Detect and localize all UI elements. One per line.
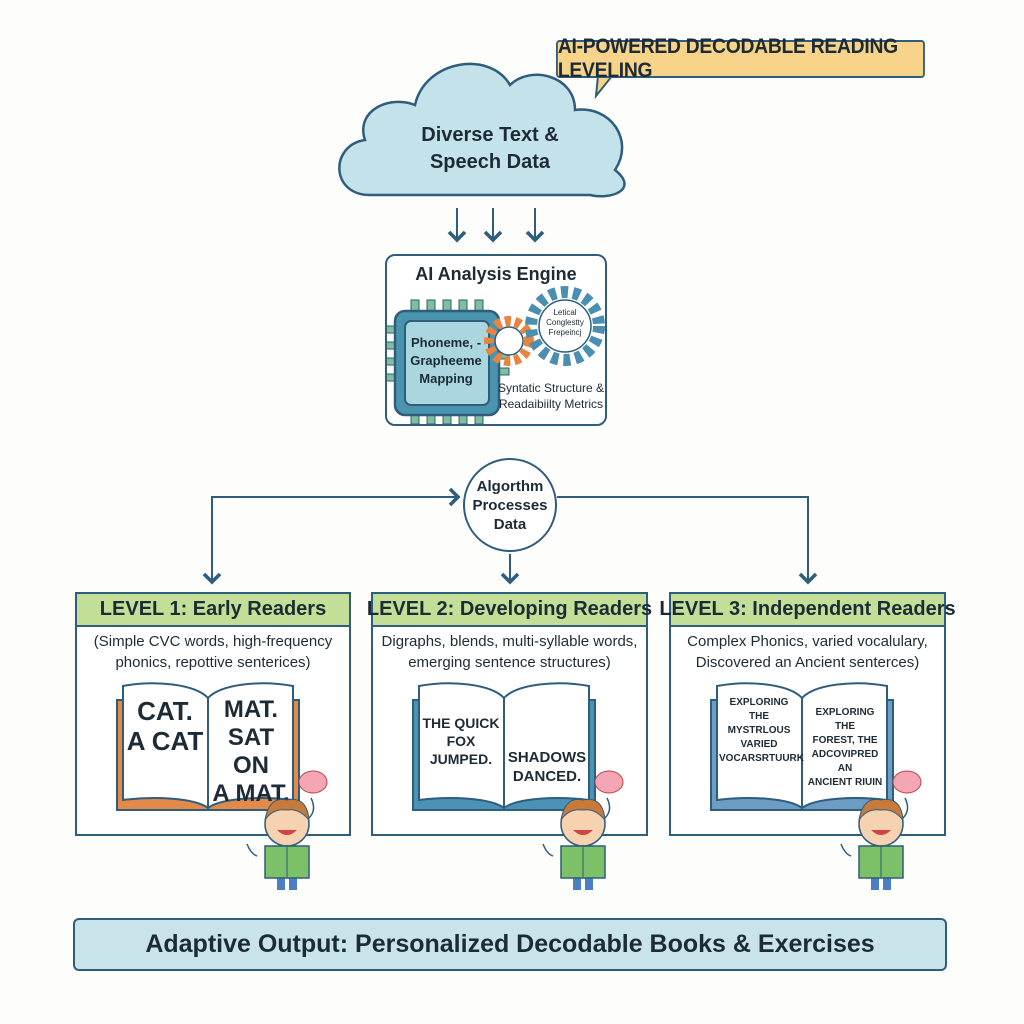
level-description: Complex Phonics, varied vocalulary, Disc…: [687, 633, 928, 671]
book-left-page: CAT. A CAT: [126, 696, 204, 756]
open-book-icon: THE QUICK FOX JUMPED. SHADOWS DANCED.: [411, 680, 597, 820]
child-reader-icon: [246, 766, 335, 890]
brain-icon: [892, 770, 922, 794]
engine-title: AI Analysis Engine: [415, 264, 577, 284]
adaptive-output-banner: Adaptive Output: Personalized Decodable …: [73, 918, 947, 971]
level-description: (Simple CVC words, high-frequency phonic…: [93, 633, 333, 671]
book-right-page: SHADOWS DANCED.: [507, 749, 587, 785]
arrow-level3: [557, 496, 818, 585]
lexical-complexity-label: Letical Conglestty Frepeincj: [546, 308, 584, 337]
open-book-icon: EXPLORING THE MYSTRLOUS VARIED VOCARSRTU…: [709, 680, 895, 820]
title-callout: AI-POWERED DECODABLE READING LEVELING: [556, 35, 925, 82]
cloud-line-2: Speech Data: [429, 151, 551, 173]
level-title: LEVEL 1: Early Readers: [77, 594, 349, 627]
callout-tail: [594, 75, 613, 100]
brain-icon: [298, 770, 328, 794]
data-source-cloud: Diverse Text & Speech Data: [380, 122, 600, 176]
book-right-page: EXPLORING THE FOREST, THE ADCOVIPRED AN …: [807, 707, 883, 788]
brain-icon: [594, 770, 624, 794]
level-2-panel: LEVEL 2: Developing Readers Digraphs, bl…: [367, 592, 652, 836]
child-reader-icon: [542, 766, 631, 890]
syntax-metrics-label: Syntatic Structure & Readaibiilty Metric…: [497, 381, 605, 411]
arrow-to-algorithm: [211, 487, 461, 582]
level-title: LEVEL 3: Independent Readers: [659, 594, 956, 627]
cloud-line-1: Diverse Text &: [421, 124, 559, 146]
cloud-shape: [338, 62, 626, 198]
child-reader-icon: [840, 766, 929, 890]
open-book-icon: CAT. A CAT MAT. SAT ON A MAT.: [115, 680, 301, 820]
book-left-page: THE QUICK FOX JUMPED.: [422, 715, 500, 767]
level-3-panel: LEVEL 3: Independent Readers Complex Pho…: [659, 592, 956, 836]
level-title: LEVEL 2: Developing Readers: [367, 594, 652, 627]
algorithm-node: Algorthm Processes Data: [463, 458, 557, 552]
ai-analysis-engine: AI Analysis Engine Phoneme, -Grapheeme M…: [385, 254, 607, 426]
chip-gear-icon: [387, 286, 605, 425]
book-left-page: EXPLORING THE MYSTRLOUS VARIED VOCARSRTU…: [719, 697, 804, 764]
phoneme-mapping-label: Phoneme, -Grapheeme Mapping: [410, 335, 482, 386]
level-1-panel: LEVEL 1: Early Readers (Simple CVC words…: [75, 592, 351, 836]
level-description: Digraphs, blends, multi-syllable words, …: [381, 633, 638, 671]
